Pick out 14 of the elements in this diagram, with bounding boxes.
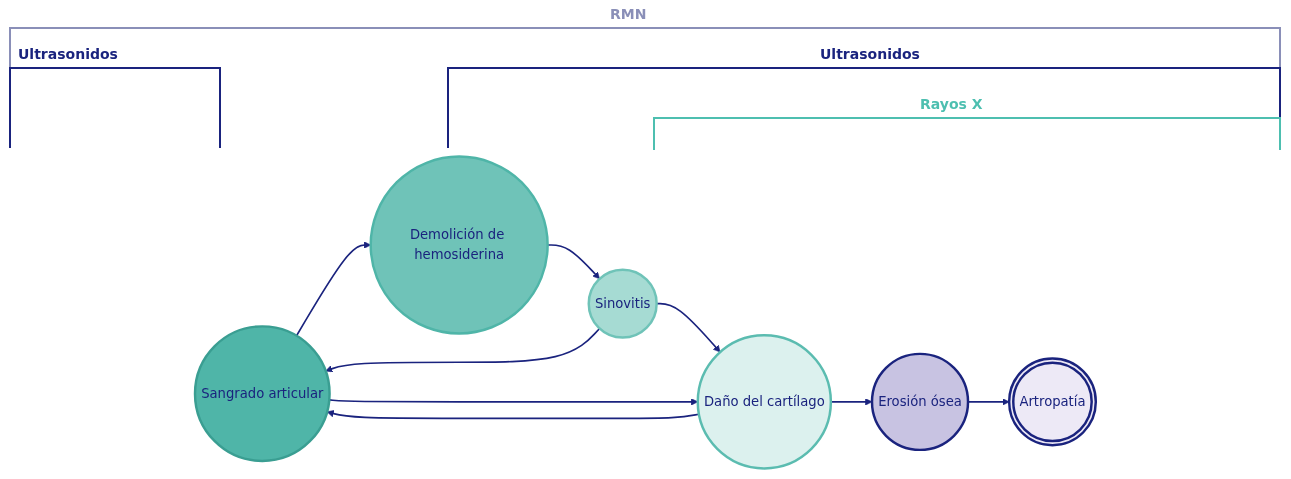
node-circle: Daño del cartílago <box>696 334 833 470</box>
bracket-label: Rayos X <box>920 96 983 112</box>
node-circle: Erosión ósea <box>870 352 970 452</box>
node-circle: Sangrado articular <box>193 325 331 463</box>
bracket-label: RMN <box>610 6 647 22</box>
bracket-label: Ultrasonidos <box>820 46 920 62</box>
node-circle: Sinovitis <box>587 268 658 339</box>
arrow <box>326 410 700 420</box>
arrow <box>830 398 873 406</box>
node-circle: Artropatía <box>1008 357 1098 447</box>
bracket-label: Ultrasonidos <box>18 46 118 62</box>
node-circle: Demolición de hemosiderina <box>369 155 549 335</box>
arrow <box>325 327 601 373</box>
arrow <box>295 241 372 337</box>
